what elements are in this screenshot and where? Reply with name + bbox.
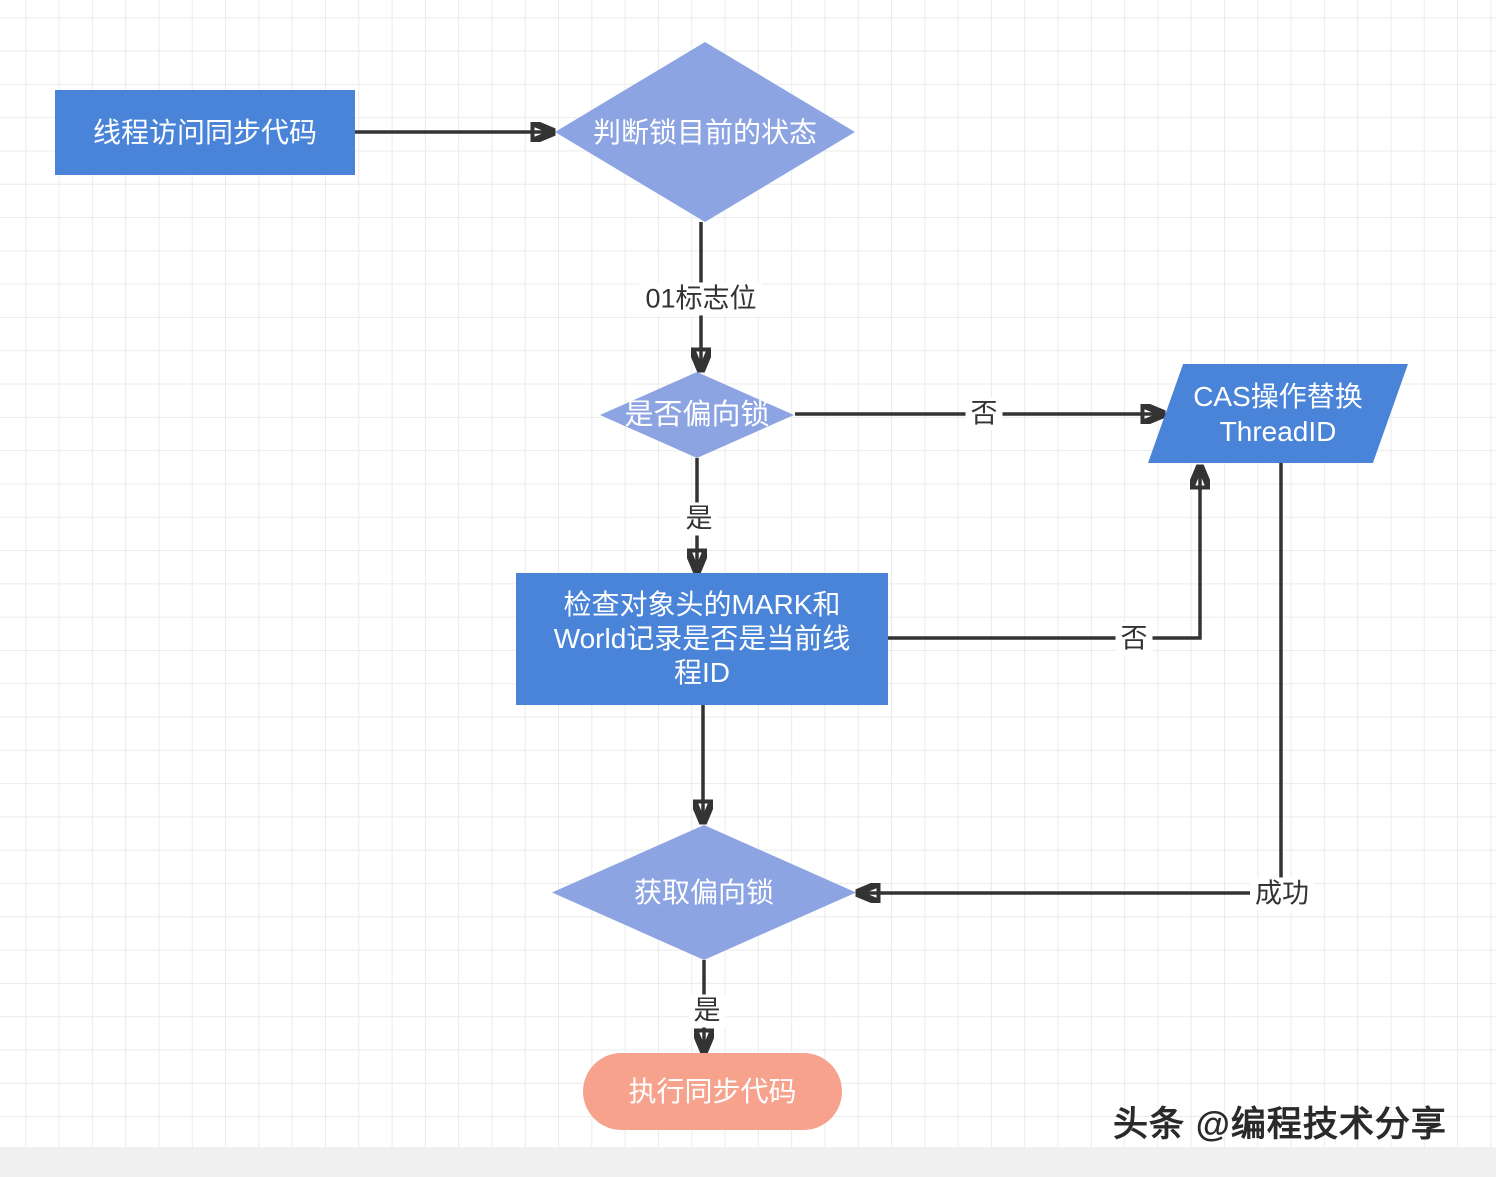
node-cas-line2: ThreadID [1219,415,1337,447]
node-execute-label: 执行同步代码 [628,1076,797,1107]
watermark-text: 头条 @编程技术分享 [1113,1105,1447,1144]
node-check-line3: 程ID [673,657,730,689]
edge-label-no-from-is-biased: 否 [965,397,1003,431]
node-check-line1: 检查对象头的MARK和 [563,588,841,620]
edge-label-yes-from-is-biased: 是 [680,502,718,536]
node-io-cas-replace-threadid: CAS操作替换 ThreadID [1148,364,1408,463]
node-start-thread-access: 线程访问同步代码 [55,90,355,175]
node-start-label: 线程访问同步代码 [92,117,317,148]
node-decision-lock-state-label: 判断锁目前的状态 [592,116,817,148]
node-terminal-execute-sync: 执行同步代码 [583,1053,842,1130]
edge-label-01-flag: 01标志位 [640,282,762,316]
node-decision-is-biased-label: 是否偏向锁 [624,398,770,431]
edge-label-yes-from-acquire: 是 [688,994,726,1028]
connector-cas-to-acquire [858,463,1283,893]
node-cas-line1: CAS操作替换 [1193,380,1363,412]
node-acquire-label: 获取偏向锁 [633,877,774,908]
edge-label-no-from-check: 否 [1115,622,1153,656]
node-process-check-mark-word: 检查对象头的MARK和 World记录是否是当前线 程ID [516,573,888,705]
node-check-line2: World记录是否是当前线 [553,622,851,654]
edge-label-success-from-cas: 成功 [1250,877,1314,911]
footer-bar [0,1147,1496,1177]
connector-check-to-cas [888,467,1200,640]
